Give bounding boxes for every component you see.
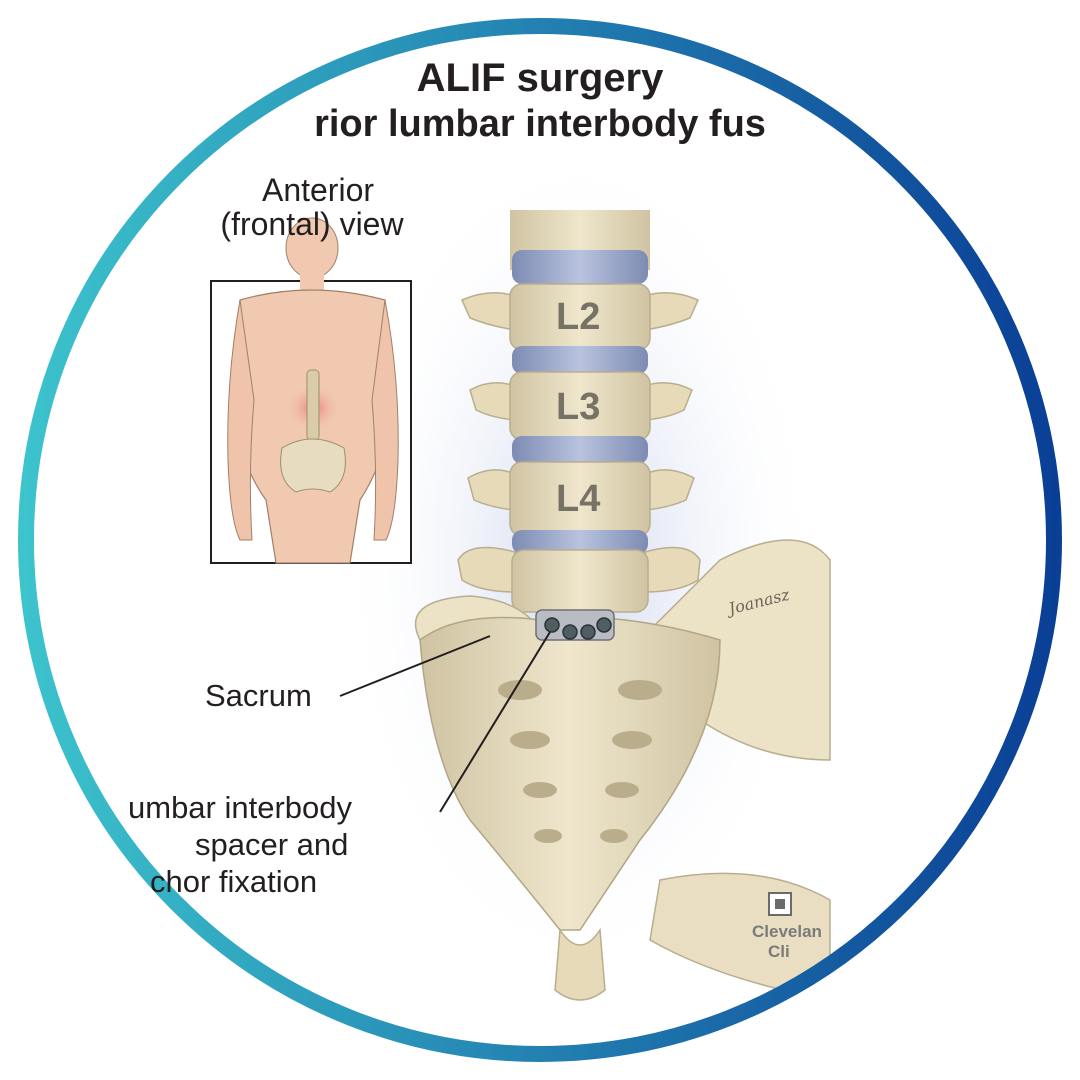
spacer-label-line-2: spacer and (195, 827, 349, 862)
spacer-label-line-3: chor fixation (150, 864, 318, 899)
view-label-line-1: Anterior (261, 172, 375, 208)
pelvis-right-wing (639, 539, 831, 761)
title-line-2: rior lumbar interbody fus (314, 103, 766, 145)
disc-l1-l2 (512, 250, 648, 284)
sacrum-leader-line (339, 635, 491, 697)
vertebra-label-l3: L3 (556, 386, 601, 428)
vertebra-l5 (457, 546, 701, 613)
interbody-spacer-implant (535, 609, 615, 641)
vertebra-l4 (467, 461, 695, 537)
spacer-label-line-1: umbar interbody (128, 790, 353, 825)
vertebra-label-l2: L2 (556, 296, 601, 338)
spacer-leader-line (439, 631, 551, 813)
view-label-line-2: (frontal) view (220, 206, 404, 242)
brand-line-1: Clevelan (752, 922, 822, 941)
disc-l3-l4 (512, 436, 648, 464)
sacrum-label: Sacrum (205, 678, 312, 713)
vertebra-l2 (461, 283, 699, 351)
title-line-1: ALIF surgery (416, 56, 664, 100)
coccyx-bone (554, 927, 606, 1001)
vertebra-label-l4: L4 (556, 478, 601, 520)
vertebra-l3 (469, 371, 693, 441)
cleveland-clinic-logo-icon (768, 892, 792, 916)
circular-frame-ring (18, 18, 1062, 1062)
disc-l2-l3 (512, 346, 648, 374)
brand-line-2: Cli (768, 942, 790, 961)
disc-l4-l5 (512, 530, 648, 554)
inset-body-figure (210, 217, 412, 564)
